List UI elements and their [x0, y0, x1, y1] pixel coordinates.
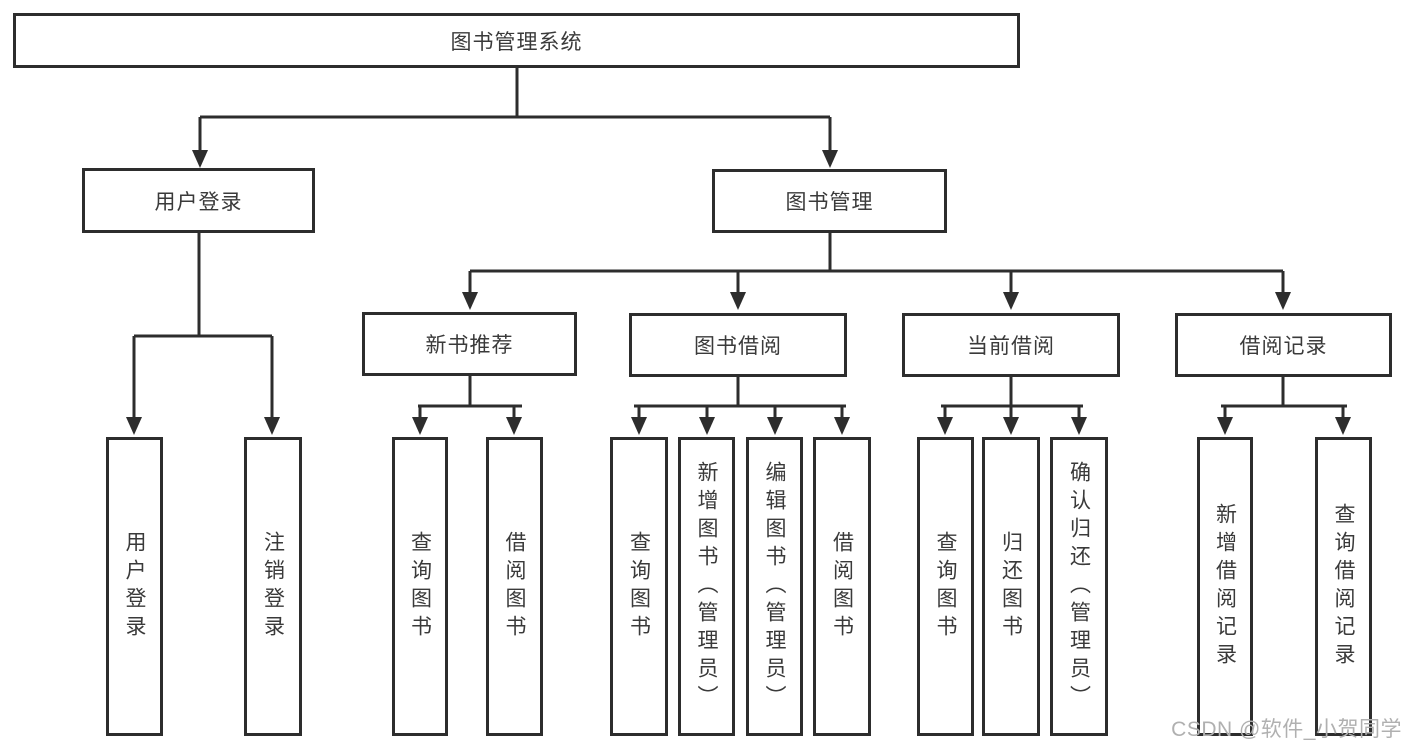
- node-borrow-records: 借阅记录: [1175, 313, 1392, 377]
- leaf-borrow-books-recommend: 借阅图书: [486, 437, 543, 736]
- connector-root-to-level2: [192, 68, 838, 168]
- leaf-query-books-current: 查询图书: [917, 437, 974, 736]
- node-current-borrow: 当前借阅: [902, 313, 1120, 377]
- leaf-query-borrow-record: 查询借阅记录: [1315, 437, 1372, 736]
- leaf-query-books-borrow: 查询图书: [610, 437, 668, 736]
- leaf-user-login: 用户登录: [106, 437, 163, 736]
- node-library-system: 图书管理系统: [13, 13, 1020, 68]
- connector-book-mgmt-children: [462, 233, 1291, 310]
- leaf-logout-login: 注销登录: [244, 437, 302, 736]
- leaf-add-borrow-record: 新增借阅记录: [1197, 437, 1253, 736]
- leaf-edit-book-admin: 编辑图书（管理员）: [746, 437, 803, 736]
- leaf-confirm-return-admin: 确认归还（管理员）: [1050, 437, 1108, 736]
- leaf-query-books-recommend: 查询图书: [392, 437, 448, 736]
- node-user-login: 用户登录: [82, 168, 315, 233]
- leaf-return-book: 归还图书: [982, 437, 1040, 736]
- node-book-borrow: 图书借阅: [629, 313, 847, 377]
- connector-new-book-recommend-children: [412, 376, 522, 435]
- leaf-borrow-books-borrow: 借阅图书: [813, 437, 871, 736]
- connector-user-login-children: [126, 233, 280, 435]
- node-book-management: 图书管理: [712, 169, 947, 233]
- leaf-add-book-admin: 新增图书（管理员）: [678, 437, 735, 736]
- node-new-book-recommend: 新书推荐: [362, 312, 577, 376]
- connector-book-borrow-children: [631, 377, 850, 435]
- connector-borrow-records-children: [1217, 377, 1351, 435]
- connector-current-borrow-children: [937, 377, 1087, 435]
- watermark: CSDN @软件_小贺同学: [1171, 718, 1402, 741]
